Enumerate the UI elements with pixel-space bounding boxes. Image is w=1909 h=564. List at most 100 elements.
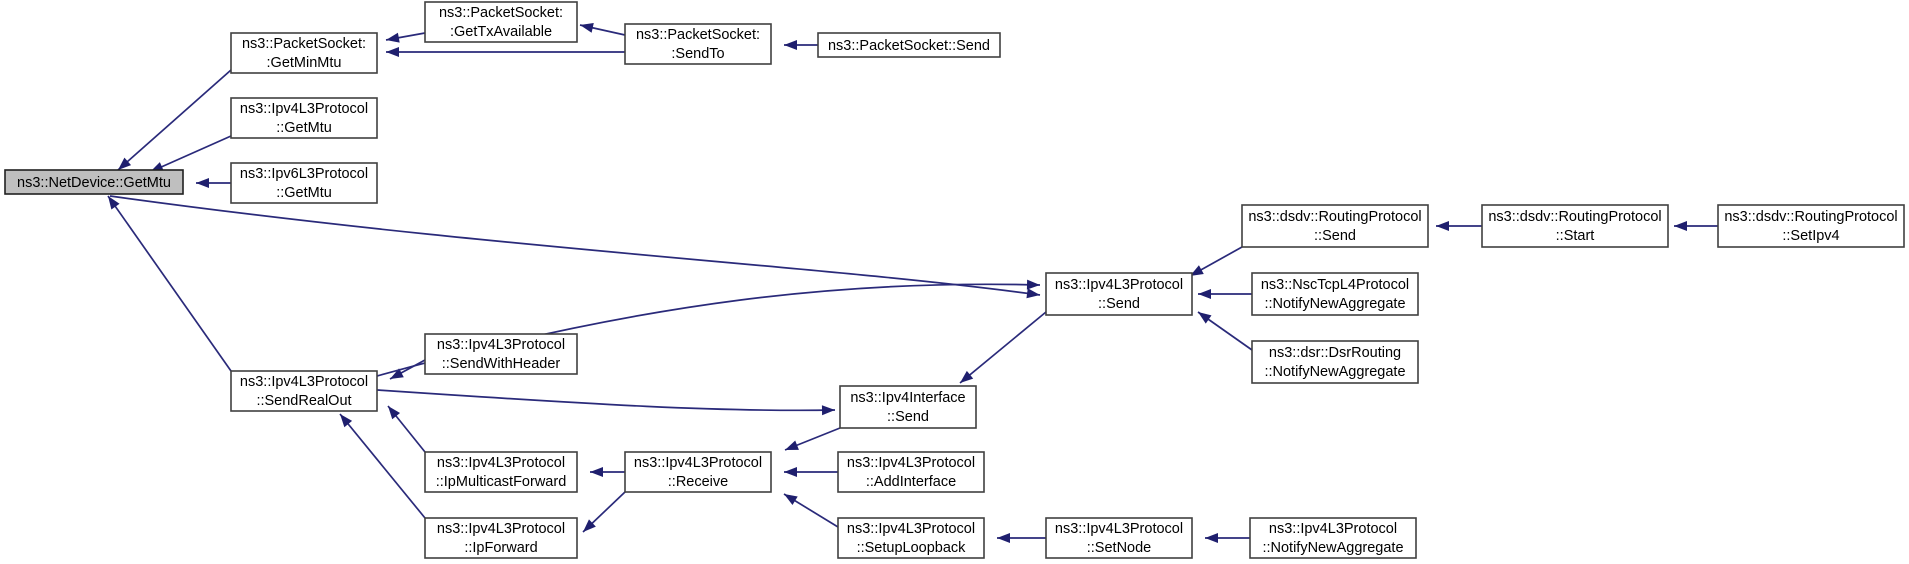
- node-label-line2: :GetMinMtu: [267, 55, 342, 71]
- edge-n14-to-n11: [783, 493, 839, 528]
- node-label-line1: ns3::Ipv4L3Protocol: [1055, 521, 1183, 537]
- graph-node-n3[interactable]: ns3::Ipv6L3Protocol::GetMtu: [230, 162, 378, 204]
- node-box[interactable]: [230, 32, 378, 74]
- graph-node-n1[interactable]: ns3::PacketSocket::GetMinMtu: [230, 32, 378, 74]
- graph-node-n11[interactable]: ns3::Ipv4L3Protocol::Receive: [624, 451, 772, 493]
- node-label-line1: ns3::Ipv4L3Protocol: [1269, 521, 1397, 537]
- edge-line: [107, 195, 232, 372]
- node-box[interactable]: [424, 451, 578, 493]
- node-label-line1: ns3::PacketSocket::Send: [828, 38, 990, 54]
- node-box[interactable]: [817, 32, 1001, 58]
- edge-n7-to-n0: [107, 195, 232, 372]
- node-box[interactable]: [1045, 272, 1193, 316]
- node-box[interactable]: [624, 451, 772, 493]
- node-label-line1: ns3::PacketSocket:: [636, 27, 760, 43]
- graph-node-n22[interactable]: ns3::dsdv::RoutingProtocol::SetIpv4: [1717, 204, 1905, 248]
- node-box[interactable]: [839, 385, 977, 429]
- arrowhead-icon: [1674, 221, 1687, 231]
- node-box[interactable]: [1249, 517, 1417, 559]
- arrowhead-icon: [784, 467, 797, 477]
- node-box[interactable]: [624, 23, 772, 65]
- node-label-line1: ns3::Ipv4Interface: [850, 390, 965, 406]
- node-box[interactable]: [1045, 517, 1193, 559]
- node-label-line2: ::Send: [1098, 296, 1140, 312]
- edge-n12-to-n11: [784, 427, 841, 451]
- node-box[interactable]: [1241, 204, 1429, 248]
- graph-node-n9[interactable]: ns3::Ipv4L3Protocol::IpMulticastForward: [424, 451, 578, 493]
- edge-line: [149, 135, 232, 173]
- node-box[interactable]: [230, 97, 378, 139]
- node-box[interactable]: [1251, 340, 1419, 384]
- edge-line: [109, 195, 1041, 296]
- edges-layer: [107, 22, 1718, 543]
- graph-node-n13[interactable]: ns3::Ipv4L3Protocol::AddInterface: [837, 451, 985, 493]
- arrowhead-icon: [388, 406, 401, 420]
- arrowhead-icon: [785, 440, 799, 450]
- edge-n13-to-n11: [784, 467, 838, 477]
- node-box[interactable]: [1481, 204, 1669, 248]
- graph-node-n12[interactable]: ns3::Ipv4Interface::Send: [839, 385, 977, 429]
- graph-node-n0[interactable]: ns3::NetDevice::GetMtu: [4, 169, 184, 195]
- graph-node-n2[interactable]: ns3::Ipv4L3Protocol::GetMtu: [230, 97, 378, 139]
- node-box[interactable]: [424, 517, 578, 559]
- edge-line: [376, 389, 836, 412]
- node-box[interactable]: [837, 517, 985, 559]
- arrowhead-icon: [108, 196, 120, 210]
- edge-n5-to-n4: [579, 22, 626, 36]
- arrowhead-icon: [386, 47, 399, 57]
- graph-node-n21[interactable]: ns3::dsdv::RoutingProtocol::Start: [1481, 204, 1669, 248]
- node-box[interactable]: [1717, 204, 1905, 248]
- graph-node-n7[interactable]: ns3::Ipv4L3Protocol::SendRealOut: [230, 370, 378, 412]
- arrowhead-icon: [1026, 279, 1040, 290]
- node-label-line2: ::NotifyNewAggregate: [1264, 364, 1405, 380]
- node-box[interactable]: [230, 370, 378, 412]
- arrowhead-icon: [1436, 221, 1449, 231]
- graph-node-n19[interactable]: ns3::dsr::DsrRouting::NotifyNewAggregate: [1251, 340, 1419, 384]
- graph-node-n16[interactable]: ns3::Ipv4L3Protocol::NotifyNewAggregate: [1249, 517, 1417, 559]
- nodes-layer: ns3::NetDevice::GetMtu ns3::PacketSocket:…: [4, 1, 1905, 559]
- graph-node-n4[interactable]: ns3::PacketSocket::GetTxAvailable: [424, 1, 578, 43]
- graph-node-n14[interactable]: ns3::Ipv4L3Protocol::SetupLoopback: [837, 517, 985, 559]
- edge-n4-to-n1: [385, 32, 426, 43]
- arrowhead-icon: [583, 519, 596, 532]
- graph-node-n10[interactable]: ns3::Ipv4L3Protocol::IpForward: [424, 517, 578, 559]
- edge-n3-to-n0: [196, 178, 231, 188]
- node-box[interactable]: [837, 451, 985, 493]
- node-box[interactable]: [230, 162, 378, 204]
- graph-node-n20[interactable]: ns3::dsdv::RoutingProtocol::Send: [1241, 204, 1429, 248]
- node-label-line2: ::GetMtu: [276, 120, 332, 136]
- node-label-line2: ::IpForward: [464, 540, 537, 556]
- node-label-line2: ::SendWithHeader: [442, 356, 561, 372]
- arrowhead-icon: [1190, 265, 1204, 276]
- node-label-line2: ::Send: [887, 409, 929, 425]
- graph-node-n6[interactable]: ns3::PacketSocket::Send: [817, 32, 1001, 58]
- node-label-line1: ns3::Ipv6L3Protocol: [240, 166, 368, 182]
- graph-node-n8[interactable]: ns3::Ipv4L3Protocol::SendWithHeader: [424, 333, 578, 375]
- node-label-line2: ::SetupLoopback: [857, 540, 967, 556]
- node-box-highlighted[interactable]: [4, 169, 184, 195]
- node-label-line1: ns3::Ipv4L3Protocol: [634, 455, 762, 471]
- node-label-line2: ::Send: [1314, 228, 1356, 244]
- edge-line: [117, 69, 232, 171]
- edge-n9-to-n7: [387, 405, 426, 453]
- graph-node-n18[interactable]: ns3::NscTcpL4Protocol::NotifyNewAggregat…: [1251, 272, 1419, 316]
- node-box[interactable]: [424, 1, 578, 43]
- graph-node-n5[interactable]: ns3::PacketSocket::SendTo: [624, 23, 772, 65]
- node-box[interactable]: [1251, 272, 1419, 316]
- node-label-line1: ns3::Ipv4L3Protocol: [437, 337, 565, 353]
- graph-node-n15[interactable]: ns3::Ipv4L3Protocol::SetNode: [1045, 517, 1193, 559]
- arrowhead-icon: [960, 370, 974, 383]
- edge-n19-to-n17: [1197, 311, 1253, 351]
- node-label-line1: ns3::dsdv::RoutingProtocol: [1248, 209, 1421, 225]
- arrowhead-icon: [340, 414, 353, 428]
- edge-n8-to-n7: [389, 359, 426, 380]
- node-label-line2: ::NotifyNewAggregate: [1264, 296, 1405, 312]
- edge-n16-to-n15: [1205, 533, 1250, 543]
- edge-n1-to-n0: [117, 69, 232, 171]
- node-box[interactable]: [424, 333, 578, 375]
- node-label-line1: ns3::Ipv4L3Protocol: [437, 455, 565, 471]
- arrowhead-icon: [1205, 533, 1218, 543]
- node-label-line2: ::SetNode: [1087, 540, 1152, 556]
- node-label-line1: ns3::dsr::DsrRouting: [1269, 345, 1401, 361]
- graph-node-n17[interactable]: ns3::Ipv4L3Protocol::Send: [1045, 272, 1193, 316]
